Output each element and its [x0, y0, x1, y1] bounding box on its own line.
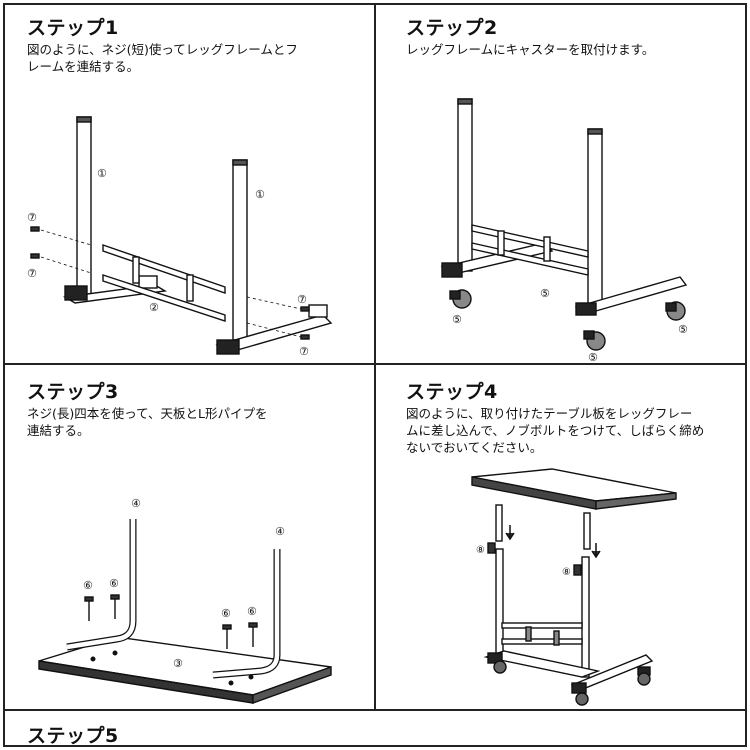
- step-4-instructions: 図のように、取り付けたテーブル板をレッグフレー ムに差し込んで、ノブボルトをつけ…: [406, 405, 704, 456]
- step-1-label-screw-1: ⑦: [27, 211, 37, 224]
- step-1-label-screw-2: ⑦: [27, 267, 37, 280]
- step-2-illustration: ⑤ ⑤ ⑤ ⑤: [440, 98, 688, 363]
- step-3-illustration: ④ ④ ⑥ ⑥ ⑥ ⑥ ③: [38, 497, 332, 704]
- step-1-panel: ステップ1 図のように、ネジ(短)使ってレッグフレームとフ レームを連結する。: [5, 5, 374, 363]
- step-1-label-leg-frame-right: ①: [255, 188, 265, 201]
- caster-icons: [449, 289, 686, 351]
- column-divider: [374, 3, 376, 711]
- step-3-panel: ステップ3 ネジ(長)四本を使って、天板とL形パイプを 連結する。: [5, 365, 374, 709]
- right-leg-frame: [215, 159, 333, 355]
- step-2-label-caster-3: ⑤: [588, 351, 598, 363]
- tabletop: [38, 636, 332, 704]
- step-1-title: ステップ1: [27, 17, 119, 39]
- step-2-line-1: レッグフレームにキャスターを取付けます。: [406, 42, 655, 57]
- step-1-label-screw-4: ⑦: [299, 345, 309, 358]
- tabletop-assembled: [471, 468, 677, 550]
- step-4-line-3: ないでおいてください。: [406, 440, 543, 455]
- sheet-border-bottom: [3, 745, 747, 747]
- step-1-illustration: ① ① ② ⑦ ⑦ ⑦ ⑦: [27, 116, 333, 358]
- step-2-title: ステップ2: [406, 17, 498, 39]
- step-3-instructions: ネジ(長)四本を使って、天板とL形パイプを 連結する。: [27, 405, 267, 439]
- step-2-label-caster-1: ⑤: [452, 313, 462, 326]
- step-3-label-tabletop: ③: [173, 657, 183, 670]
- assembly-instruction-sheet: ステップ1 図のように、ネジ(短)使ってレッグフレームとフ レームを連結する。: [3, 3, 747, 747]
- screw-icons: [30, 226, 310, 340]
- step-4-label-knob-bolt-1: ⑧: [476, 545, 485, 556]
- step-1-label-leg-frame-left: ①: [97, 167, 107, 180]
- step-2-panel: ステップ2 レッグフレームにキャスターを取付けます。: [376, 5, 745, 363]
- step-1-line-2: レームを連結する。: [27, 59, 140, 74]
- step-4-title: ステップ4: [406, 381, 498, 403]
- leg-frame-assembled: [483, 548, 654, 694]
- row-divider-1: [3, 363, 747, 365]
- step-3-title: ステップ3: [27, 381, 119, 403]
- step-5-title: ステップ5: [27, 725, 119, 745]
- sheet-border-right: [745, 3, 747, 747]
- step-1-label-cross-frame: ②: [149, 301, 159, 314]
- step-3-label-long-screw-3: ⑥: [221, 607, 231, 620]
- step-4-line-1: 図のように、取り付けたテーブル板をレッグフレー: [406, 406, 693, 421]
- step-3-line-1: ネジ(長)四本を使って、天板とL形パイプを: [27, 406, 268, 421]
- cross-frame: [102, 244, 226, 322]
- step-4-line-2: ムに差し込んで、ノブボルトをつけて、しばらく締め: [406, 423, 705, 438]
- step-2-label-caster-4: ⑤: [678, 323, 688, 336]
- left-leg-frame: [62, 116, 168, 304]
- step-4-caster-icons: [493, 660, 651, 706]
- step-3-label-l-pipe-1: ④: [131, 497, 141, 510]
- step-3-label-long-screw-4: ⑥: [247, 605, 257, 618]
- sheet-border-left: [3, 3, 5, 747]
- screw-guides: [40, 229, 302, 338]
- assembled-frame: [440, 98, 688, 316]
- step-3-line-2: 連結する。: [27, 423, 90, 438]
- step-5-panel: ステップ5: [5, 711, 745, 745]
- step-1-label-screw-3: ⑦: [297, 293, 307, 306]
- long-screws: [84, 594, 258, 649]
- knob-bolts: [487, 525, 601, 576]
- step-1-instructions: 図のように、ネジ(短)使ってレッグフレームとフ レームを連結する。: [27, 41, 298, 75]
- step-4-label-knob-bolt-2: ⑧: [562, 567, 571, 578]
- step-2-label-caster-2: ⑤: [540, 287, 550, 300]
- step-3-label-l-pipe-2: ④: [275, 525, 285, 538]
- l-pipes: [66, 519, 281, 679]
- step-3-label-long-screw-1: ⑥: [83, 579, 93, 592]
- row-divider-2: [3, 709, 747, 711]
- step-1-line-1: 図のように、ネジ(短)使ってレッグフレームとフ: [27, 42, 298, 57]
- step-4-illustration: ⑧ ⑧: [471, 468, 677, 706]
- step-4-panel: ステップ4 図のように、取り付けたテーブル板をレッグフレー ムに差し込んで、ノブ…: [376, 365, 745, 709]
- step-2-instructions: レッグフレームにキャスターを取付けます。: [406, 41, 654, 58]
- step-3-label-long-screw-2: ⑥: [109, 577, 119, 590]
